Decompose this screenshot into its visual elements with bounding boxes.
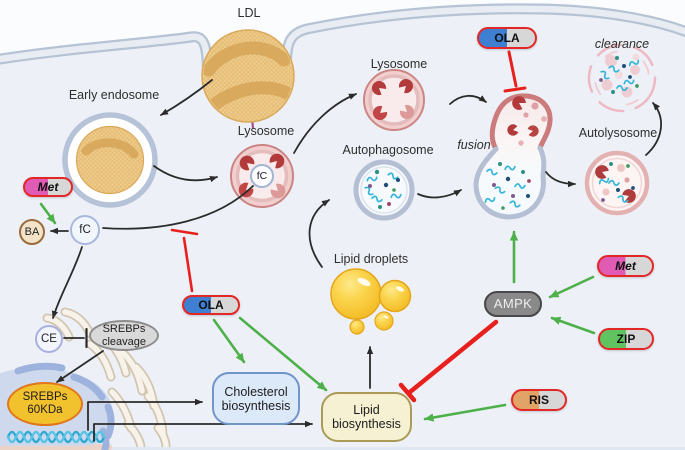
- ampk-text: AMPK: [493, 295, 533, 311]
- clearance-label: clearance: [594, 37, 650, 51]
- fusion-label: fusion: [457, 138, 491, 152]
- clearance-debris: [587, 43, 657, 113]
- cholesterol-biosynthesis-text: Cholesterol biosynthesis: [221, 384, 291, 413]
- autophagosome-vesicle: [353, 159, 415, 221]
- autolysosome-label: Autolysosome: [578, 126, 658, 140]
- met-right-text: Met: [615, 259, 636, 273]
- ola-center-text: OLA: [198, 298, 224, 312]
- bile-acid-circle: BA: [19, 219, 45, 245]
- drug-pill-zip: ZIP: [598, 328, 654, 350]
- ampk-node: AMPK: [484, 291, 542, 317]
- autolysosome-vesicle: [584, 150, 650, 216]
- srebps-cleavage-node: SREBPs cleavage: [89, 320, 159, 351]
- drug-pill-met-right: Met: [597, 255, 654, 277]
- srebps-60kda-text: SREBPs 60KDa: [22, 391, 68, 416]
- ldl-particle: [201, 29, 295, 123]
- fc-cytosol-text: fC: [79, 224, 91, 236]
- drug-pill-ola-center: OLA: [182, 295, 240, 315]
- autophagosome-label: Autophagosome: [342, 143, 434, 157]
- drug-pill-ris: RIS: [511, 389, 567, 411]
- zip-text: ZIP: [616, 332, 636, 346]
- free-cholesterol-in-lysosome: fC: [250, 164, 274, 188]
- ris-text: RIS: [528, 393, 549, 407]
- fc-lysosome-text: fC: [256, 170, 268, 182]
- drug-pill-ola-top: OLA: [477, 27, 537, 49]
- ola-top-text: OLA: [494, 31, 520, 45]
- cholesteryl-ester-circle: CE: [35, 325, 63, 353]
- early-endosome-vesicle: [62, 112, 158, 208]
- bottom-membrane-strip: [0, 447, 685, 450]
- lysosome-top-label: Lysosome: [370, 57, 428, 71]
- ba-text: BA: [24, 226, 40, 238]
- drug-pill-met-left: Met: [23, 177, 73, 197]
- lipid-biosynthesis-text: Lipid biosynthesis: [332, 403, 401, 431]
- activation-arrows: [39, 202, 596, 422]
- met-left-text: Met: [37, 180, 59, 194]
- srebps-60kda-node: SREBPs 60KDa: [7, 382, 83, 426]
- endoplasmic-reticulum: [42, 307, 171, 450]
- ce-text: CE: [41, 333, 57, 345]
- fusion-vesicle: [473, 93, 553, 220]
- lysosome-left-label: Lysosome: [237, 124, 295, 138]
- early-endosome-label: Early endosome: [68, 88, 160, 102]
- inhibition-bars: [170, 50, 527, 403]
- lipid-droplets-cluster: [330, 268, 412, 335]
- ldl-label: LDL: [237, 6, 261, 20]
- lysosome-top-vesicle: [363, 69, 425, 131]
- lipid-biosynthesis-node: Lipid biosynthesis: [321, 392, 412, 442]
- free-cholesterol-cytosol: fC: [70, 215, 100, 245]
- dna-helix: [6, 430, 106, 444]
- srebps-cleavage-text: SREBPs cleavage: [101, 323, 147, 348]
- cholesterol-biosynthesis-node: Cholesterol biosynthesis: [212, 372, 300, 425]
- lipid-droplets-label: Lipid droplets: [333, 252, 409, 266]
